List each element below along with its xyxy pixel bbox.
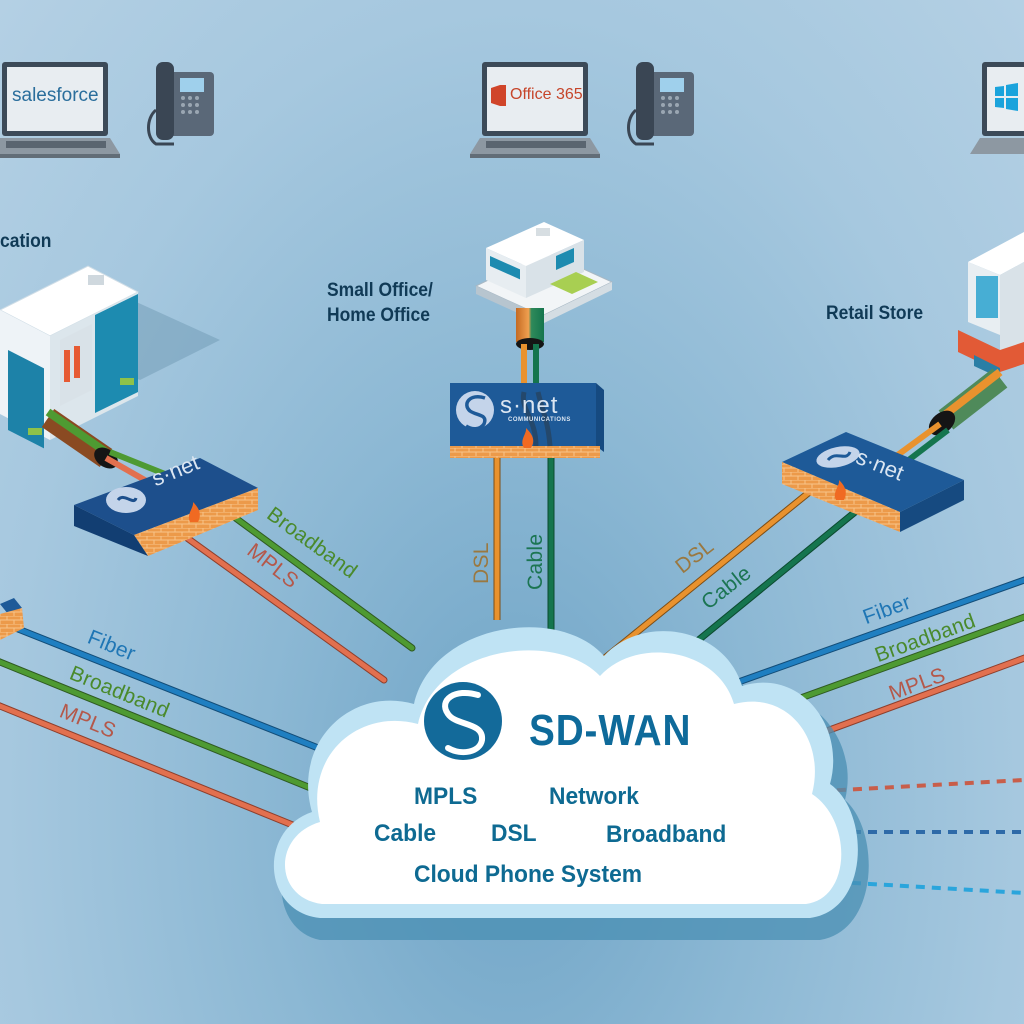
laptop-salesforce (0, 62, 120, 158)
label-soho-cable: Cable (524, 533, 547, 590)
cloud-item-dsl: DSL (491, 820, 537, 847)
office365-icon (491, 85, 506, 106)
retail-store-label: Retail Store (826, 303, 924, 324)
salesforce-logo: salesforce (12, 85, 99, 106)
cloud-item-network: Network (549, 783, 639, 810)
cloud-item-mpls: MPLS (414, 783, 478, 810)
main-location-building (0, 265, 220, 449)
label-soho-dsl: DSL (470, 542, 493, 584)
windows-icon (995, 83, 1018, 111)
laptop-office365 (470, 62, 600, 158)
laptop-windows (970, 62, 1024, 154)
desk-phone-1 (147, 62, 214, 146)
main-snet-router (74, 458, 258, 556)
cloud-item-phone-system: Cloud Phone System (414, 861, 643, 888)
soho-snet-router (450, 383, 604, 458)
cloud-item-broadband: Broadband (606, 821, 727, 848)
office365-logo: Office 365 (510, 86, 583, 103)
main-location-label: cation (0, 231, 52, 252)
cloud-item-cable: Cable (374, 820, 437, 847)
soho-conduit (516, 308, 544, 392)
sd-wan-logo-icon (424, 682, 502, 760)
soho-label-line2: Home Office (327, 305, 430, 326)
soho-label-line1: Small Office/ (327, 280, 433, 301)
retail-snet-router (782, 432, 964, 532)
desk-phone-2 (627, 62, 694, 146)
soho-router-brand-sub: COMMUNICATIONS (508, 417, 571, 423)
retail-store-building (958, 232, 1024, 378)
left-edge-snet-router (0, 598, 24, 640)
sd-wan-title: SD-WAN (529, 706, 692, 755)
soho-router-brand: s·net (500, 392, 559, 419)
